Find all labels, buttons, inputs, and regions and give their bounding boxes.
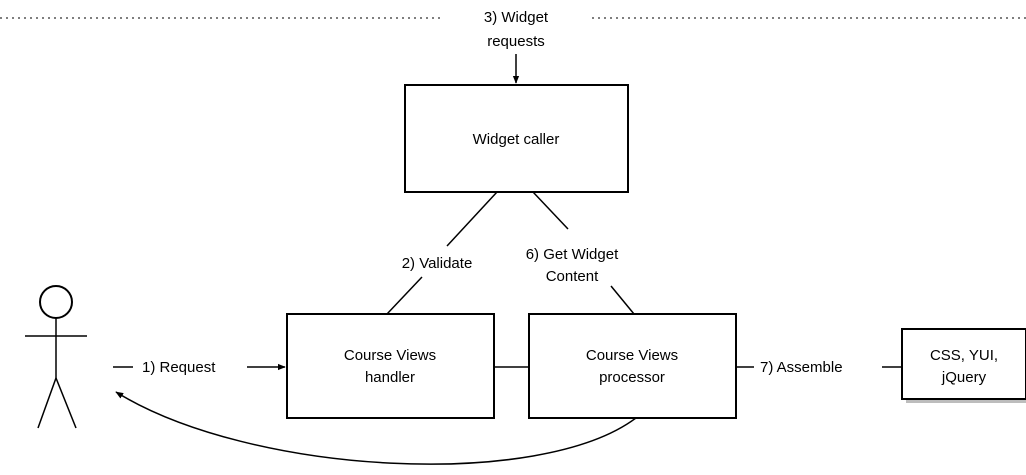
course-views-handler-box [286,313,495,419]
course-views-handler-label-line1: Course Views [344,347,436,364]
validate-label: 2) Validate [402,255,473,272]
get-content-label-line2: Content [546,268,599,285]
response-curve-arrow [115,391,637,465]
course-views-handler-label-line2: handler [365,369,415,386]
get-content-connector-upper [532,191,569,230]
user-actor-icon [25,285,87,429]
request-label: 1) Request [142,359,216,376]
widget-requests-label-line1: 3) Widget [484,9,549,26]
course-views-processor-label-line1: Course Views [586,347,678,364]
assets-box [901,328,1026,400]
assemble-label: 7) Assemble [760,359,843,376]
widget-caller-box [404,84,629,193]
course-views-processor-label-line2: processor [599,369,665,386]
assets-label-line1: CSS, YUI, [930,347,998,364]
assets-label-line2: jQuery [941,369,987,386]
get-content-connector-lower [610,285,635,315]
widget-caller-label: Widget caller [473,131,560,148]
get-content-label-line1: 6) Get Widget [526,246,619,263]
course-views-processor-box [528,313,737,419]
widget-requests-label-line2: requests [487,33,545,50]
validate-connector-lower [386,276,423,315]
validate-connector-upper [446,191,498,247]
